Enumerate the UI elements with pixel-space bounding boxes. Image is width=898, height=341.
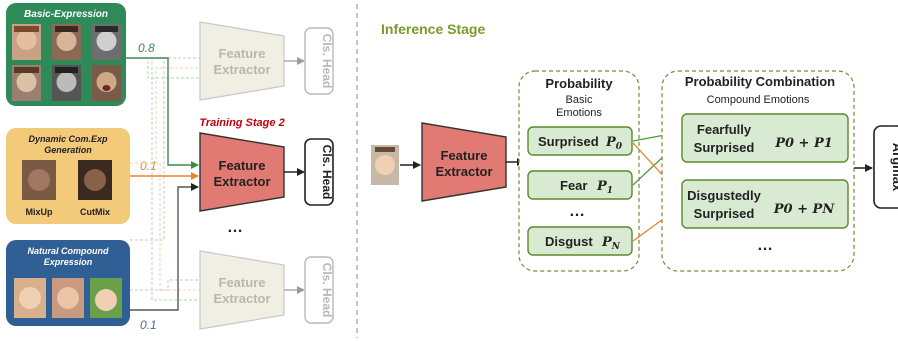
dynamic-title-line1: Dynamic Com.Exp — [28, 134, 108, 144]
compound-ellipsis: … — [757, 237, 773, 254]
training-ellipsis: … — [227, 219, 243, 236]
argmax-box: Argmax — [873, 125, 898, 209]
faded-connections — [126, 57, 200, 301]
disgustedly-surprised-box — [681, 179, 849, 229]
cls-head-top: Cls. Head — [304, 27, 334, 95]
weight-dynamic: 0.1 — [140, 159, 157, 173]
natural-compound-panel: Natural Compound Expression — [6, 240, 130, 326]
feature-extractor-top: Feature Extractor — [199, 21, 285, 101]
feature-extractor-bottom: Feature Extractor — [199, 250, 285, 330]
input-face — [371, 145, 399, 185]
probability-panel: Probability Basic Emotions Surprised P0 … — [518, 70, 640, 272]
basic-expression-panel: Basic-Expression — [6, 3, 126, 106]
fear-label: Fear — [560, 178, 587, 193]
inference-title: Inference Stage — [381, 21, 485, 37]
mixup-label: MixUp — [26, 207, 54, 217]
svg-text:Feature: Feature — [441, 148, 488, 163]
weight-basic: 0.8 — [138, 41, 155, 55]
svg-text:P0: P0 — [605, 135, 623, 152]
inference-feature-extractor: Feature Extractor — [421, 122, 507, 202]
natural-title-line2: Expression — [44, 257, 93, 267]
basic-emotions-line2: Emotions — [556, 107, 602, 119]
combination-title: Probability Combination — [685, 74, 835, 89]
active-connections — [126, 57, 199, 311]
svg-text:Surprised: Surprised — [694, 206, 755, 221]
fear-box — [527, 170, 633, 200]
svg-text:Extractor: Extractor — [435, 164, 492, 179]
dynamic-compound-panel: Dynamic Com.Exp Generation MixUp CutMix — [6, 128, 130, 224]
basic-face-thumbnails — [12, 24, 121, 101]
svg-text:P1: P1 — [596, 179, 613, 196]
svg-text:Fearfully: Fearfully — [697, 122, 752, 137]
compound-emotions-label: Compound Emotions — [707, 94, 810, 106]
svg-text:Feature: Feature — [219, 158, 266, 173]
surprised-box — [527, 126, 633, 156]
weight-natural: 0.1 — [140, 318, 157, 332]
svg-text:Cls. Head: Cls. Head — [320, 34, 334, 89]
disgust-label: Disgust — [545, 234, 593, 249]
svg-text:Cls. Head: Cls. Head — [320, 145, 334, 200]
svg-text:Feature: Feature — [219, 275, 266, 290]
cls-head-active: Cls. Head — [304, 138, 334, 206]
natural-title-line1: Natural Compound — [28, 246, 109, 256]
svg-text:Disgustedly: Disgustedly — [687, 188, 761, 203]
disgustedly-formula: P0 + PN — [773, 202, 836, 217]
basic-emotions-line1: Basic — [566, 94, 593, 106]
surprised-label: Surprised — [538, 134, 599, 149]
svg-text:Argmax: Argmax — [890, 143, 898, 192]
probability-title: Probability — [545, 76, 613, 91]
disgust-box — [527, 226, 633, 256]
svg-text:Feature: Feature — [219, 46, 266, 61]
svg-text:Surprised: Surprised — [694, 140, 755, 155]
svg-text:PN: PN — [601, 235, 621, 252]
cls-head-bottom: Cls. Head — [304, 256, 334, 324]
cutmix-label: CutMix — [80, 207, 110, 217]
basic-ellipsis: … — [569, 203, 585, 220]
feature-extractor-active: Feature Extractor — [199, 132, 285, 212]
fearfully-surprised-box — [681, 113, 849, 163]
svg-text:Extractor: Extractor — [213, 174, 270, 189]
fearfully-formula: P0 + P1 — [774, 136, 833, 151]
svg-text:Extractor: Extractor — [213, 291, 270, 306]
training-stage-label: Training Stage 2 — [199, 117, 284, 129]
svg-text:Extractor: Extractor — [213, 62, 270, 77]
combination-panel: Probability Combination Compound Emotion… — [661, 70, 855, 272]
dynamic-title-line2: Generation — [44, 145, 92, 155]
basic-expression-title: Basic-Expression — [24, 9, 108, 20]
svg-text:Cls. Head: Cls. Head — [320, 263, 334, 318]
